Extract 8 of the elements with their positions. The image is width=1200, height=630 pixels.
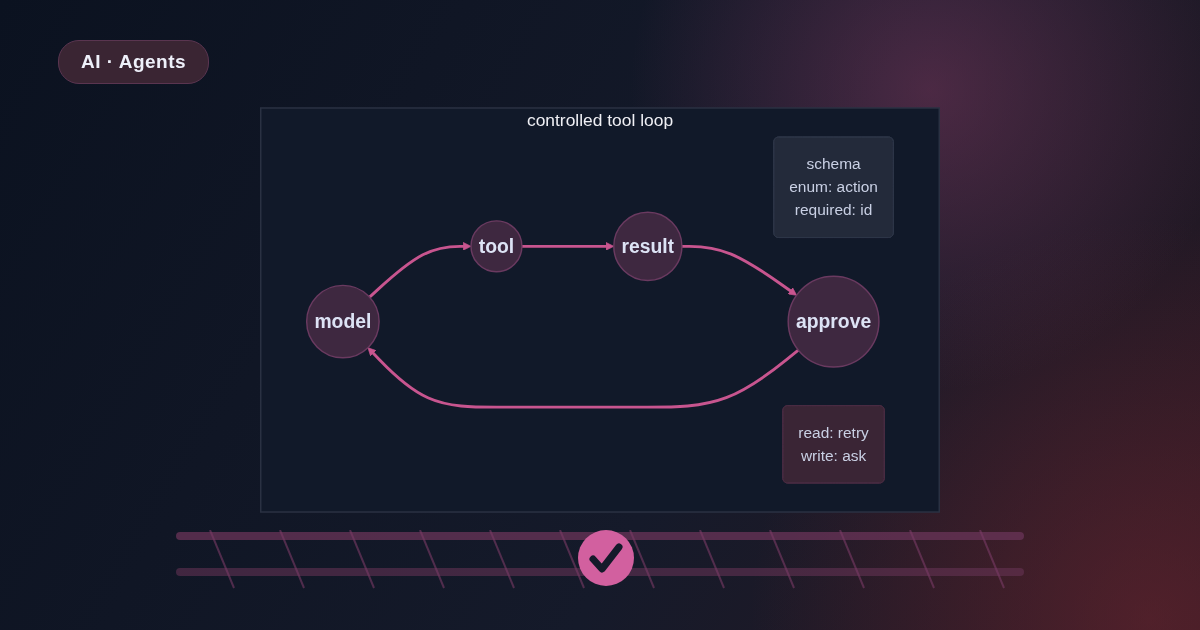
arrow xyxy=(681,244,797,296)
arrow xyxy=(368,242,472,299)
arrow xyxy=(367,347,800,409)
node-circle: approve xyxy=(787,275,880,368)
node-circle: tool xyxy=(470,220,523,273)
topic-tag: AI · Agents xyxy=(58,40,210,84)
node-circle: model xyxy=(305,284,380,359)
node-circle: result xyxy=(613,211,683,282)
